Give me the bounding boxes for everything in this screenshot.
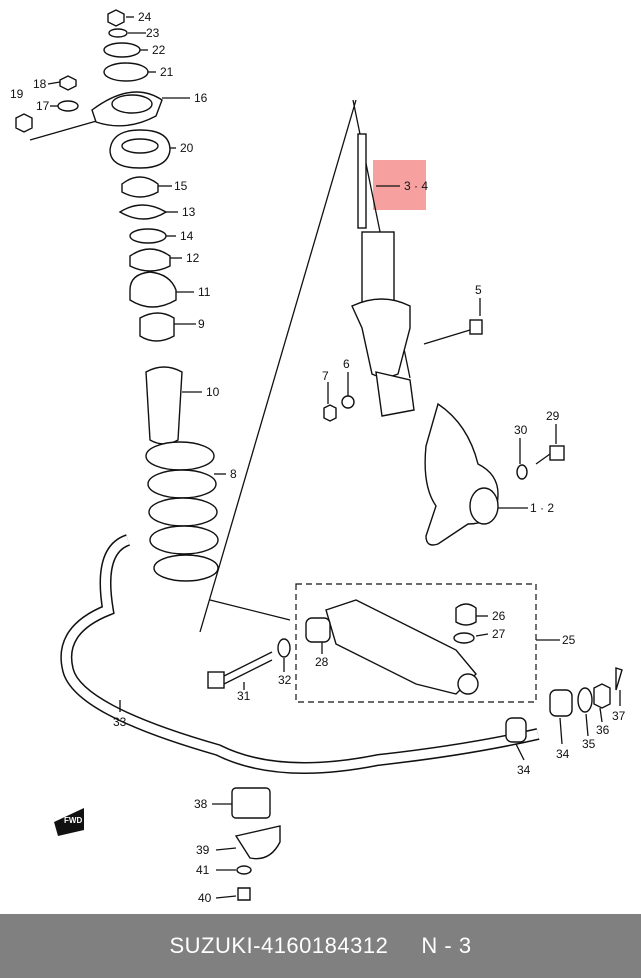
footer-separator: - (253, 933, 261, 958)
callout-label: 41 (196, 863, 210, 877)
part-22-plate[interactable] (103, 42, 141, 58)
callout-label: 32 (278, 673, 292, 687)
callout-label: 12 (186, 251, 200, 265)
part-33-stabilizer-bar[interactable] (60, 534, 540, 774)
part-34-bushing-b[interactable] (549, 689, 573, 717)
highlight-box (373, 160, 426, 210)
part-38-bracket-bushing[interactable] (231, 787, 271, 819)
part-30-washer[interactable] (516, 464, 528, 480)
callout-label: 34 (556, 747, 570, 761)
callout-label: 1 · 2 (530, 501, 554, 515)
fwd-label: FWD (64, 816, 82, 825)
part-39-clamp[interactable] (234, 825, 281, 860)
part-3-4-strut[interactable] (351, 133, 415, 417)
part-16-strut-mount[interactable] (91, 91, 163, 127)
callout-label: 25 (562, 633, 576, 647)
part-5-bolt[interactable] (423, 319, 483, 345)
part-20-upper-seat[interactable] (109, 129, 171, 169)
callout-label: 27 (492, 627, 506, 641)
part-31-bolt[interactable] (207, 651, 273, 689)
part-14-washer[interactable] (129, 228, 167, 244)
callout-label: 15 (174, 179, 188, 193)
part-29-bolt[interactable] (535, 445, 565, 465)
part-36-nut[interactable] (593, 683, 611, 709)
callout-label: 11 (198, 285, 211, 299)
callout-label: 30 (514, 423, 528, 437)
part-34-bushing-a[interactable] (505, 717, 527, 743)
footer-spacer (388, 933, 421, 959)
callout-label: 40 (198, 891, 212, 905)
fwd-arrow-icon: FWD (54, 808, 84, 836)
part-32-washer[interactable] (277, 638, 291, 658)
callout-label: 13 (182, 205, 196, 219)
callout-label: 29 (546, 409, 560, 423)
part-24-nut[interactable] (107, 9, 125, 27)
callout-label: 18 (33, 77, 47, 91)
part-17-washer[interactable] (57, 100, 79, 112)
part-9-bump-stop[interactable] (139, 312, 175, 342)
parts-diagram: FWD (10, 9, 626, 905)
part-8-coil-spring[interactable] (145, 441, 219, 582)
callout-label: 35 (582, 737, 596, 751)
part-27-ring[interactable] (453, 632, 475, 644)
part-23-washer[interactable] (108, 28, 128, 38)
footer-part-number: 4160184312 (260, 933, 389, 958)
callout-label: 39 (196, 843, 210, 857)
callout-label: 37 (612, 709, 626, 723)
part-12-bumper[interactable] (129, 248, 171, 272)
callout-label: 26 (492, 609, 506, 623)
part-26-nut[interactable] (455, 603, 477, 626)
callout-label: 3 · 4 (404, 179, 428, 193)
callout-label: 17 (36, 99, 50, 113)
part-10-dust-boot[interactable] (145, 366, 183, 445)
callout-label: 19 (10, 87, 24, 101)
callout-label: 6 (343, 357, 350, 371)
part-7-nut[interactable] (323, 404, 337, 422)
callout-label: 21 (160, 65, 174, 79)
callout-label: 5 (475, 283, 482, 297)
callout-label: 34 (517, 763, 531, 777)
part-6-washer[interactable] (341, 395, 355, 409)
part-35-washer[interactable] (577, 687, 593, 713)
part-11-upper-insulator[interactable] (129, 271, 177, 308)
part-37-pin[interactable] (615, 667, 623, 691)
part-41-washer[interactable] (236, 865, 252, 875)
part-21-bearing[interactable] (103, 62, 149, 82)
part-15-bushing[interactable] (121, 176, 159, 198)
footer-brand: SUZUKI (169, 933, 254, 958)
callout-label: 9 (198, 317, 205, 331)
part-19-nut[interactable] (15, 113, 33, 133)
callout-label: 22 (152, 43, 166, 57)
part-25-group-box (295, 583, 537, 703)
callout-label: 14 (180, 229, 194, 243)
callout-label: 16 (194, 91, 208, 105)
part-18-nut[interactable] (59, 75, 77, 91)
callout-label: 38 (194, 797, 208, 811)
callout-label: 24 (138, 10, 152, 24)
callout-label: 31 (237, 689, 251, 703)
part-1-2-knuckle[interactable] (424, 402, 499, 546)
footer-bar: SUZUKI - 4160184312 N - 3 (0, 914, 641, 978)
callout-label: 33 (113, 715, 127, 729)
callout-label: 23 (146, 26, 160, 40)
part-25-lower-arm[interactable] (325, 599, 479, 695)
callout-labels: 24 23 22 21 18 19 17 16 20 15 13 14 12 1… (10, 10, 626, 905)
callout-label: 10 (206, 385, 220, 399)
callout-label: 28 (315, 655, 329, 669)
callout-label: 7 (322, 369, 329, 383)
part-28-bushing[interactable] (305, 617, 331, 643)
callout-label: 36 (596, 723, 610, 737)
callout-label: 8 (230, 467, 237, 481)
part-40-bolt[interactable] (237, 887, 251, 901)
footer-page: N - 3 (421, 933, 472, 958)
callout-label: 20 (180, 141, 194, 155)
part-13-spring-seat[interactable] (118, 204, 168, 220)
